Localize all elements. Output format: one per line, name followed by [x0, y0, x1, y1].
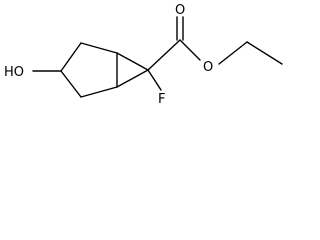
bond-c1-c6 [116, 52, 149, 71]
bond-c5-c6 [116, 69, 149, 88]
chemical-structure-figure: HO F O O [0, 0, 297, 106]
bond-ester-o-ch2 [218, 41, 248, 65]
hydroxyl-label: HO [4, 65, 24, 80]
bond-ch2-ch3 [246, 41, 283, 65]
bond-c6-f [147, 69, 162, 91]
bond-c2-c1 [80, 42, 118, 54]
bond-c3-c2 [60, 42, 82, 72]
bond-carbonyl-ester-o [179, 39, 201, 61]
ester-oxygen-label: O [203, 60, 213, 75]
molecule-diagram: HO F O O [4, 3, 283, 106]
fluorine-label: F [158, 92, 165, 106]
bond-c5-c4 [80, 86, 118, 98]
bond-c4-c3 [60, 70, 82, 98]
bond-c6-carbonyl [147, 39, 181, 71]
carbonyl-oxygen-label: O [175, 3, 185, 18]
